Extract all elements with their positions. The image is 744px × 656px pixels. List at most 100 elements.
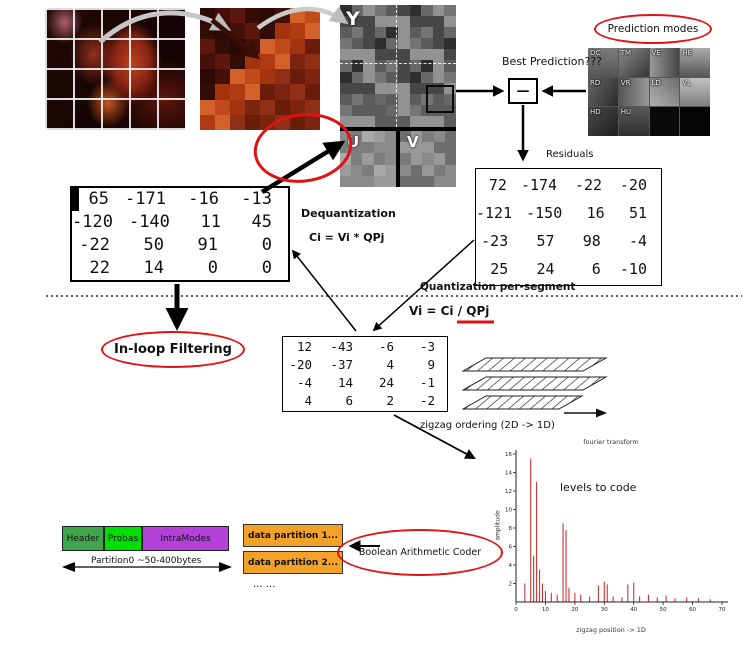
chart-title: fourier transform bbox=[583, 438, 639, 446]
residuals-label: Residuals bbox=[546, 149, 594, 160]
pixel bbox=[432, 16, 445, 28]
pixel bbox=[305, 38, 320, 54]
pixel bbox=[373, 164, 385, 176]
matrix-cell: -22 bbox=[574, 176, 603, 194]
v-plane-label: V bbox=[407, 133, 419, 151]
pixel bbox=[245, 69, 260, 85]
pixel bbox=[275, 53, 290, 69]
matrix-cell: 6 bbox=[591, 260, 601, 278]
pixel bbox=[411, 164, 423, 176]
pixel bbox=[260, 8, 275, 24]
pixel bbox=[432, 104, 445, 116]
prediction-mode-label: LD bbox=[651, 78, 661, 87]
matrix-cell: -13 bbox=[241, 189, 272, 209]
pixel bbox=[200, 69, 215, 85]
prediction-mode-blank bbox=[649, 107, 680, 136]
pixel bbox=[260, 53, 275, 69]
pixel bbox=[305, 53, 320, 69]
pixel bbox=[374, 93, 387, 105]
pixel bbox=[444, 71, 456, 83]
pixel bbox=[305, 99, 320, 115]
matrix-cell: 51 bbox=[628, 204, 647, 222]
pixel bbox=[432, 82, 445, 94]
matrix-cell: -10 bbox=[619, 260, 647, 278]
matrix-row: 65-171-16-13 bbox=[72, 188, 288, 211]
pixel bbox=[351, 153, 363, 165]
pixel bbox=[386, 60, 398, 72]
pixel bbox=[374, 71, 387, 83]
pixel bbox=[409, 49, 422, 61]
pixel bbox=[374, 38, 387, 50]
levels-to-code-label: levels to code bbox=[560, 481, 637, 494]
matrix-cell: 24 bbox=[536, 260, 555, 278]
pixel bbox=[200, 53, 215, 69]
pixel bbox=[421, 38, 433, 50]
pixel bbox=[433, 164, 445, 176]
pixel bbox=[421, 16, 433, 28]
pixel bbox=[432, 71, 445, 83]
matrix-cell: 16 bbox=[586, 204, 605, 222]
pixel bbox=[260, 38, 275, 54]
matrix-cell: 4 bbox=[386, 357, 394, 372]
pixel bbox=[409, 16, 422, 28]
intramodes-box: IntraModes bbox=[142, 526, 229, 551]
pixel bbox=[290, 53, 305, 69]
matrix-cell: -37 bbox=[330, 357, 353, 372]
pixel bbox=[351, 71, 364, 83]
pixel bbox=[409, 104, 422, 116]
matrix-corner-mark bbox=[70, 188, 79, 211]
pixel bbox=[422, 175, 434, 187]
prediction-mode-vr: VR bbox=[618, 77, 649, 107]
pixel bbox=[363, 49, 375, 61]
pixel bbox=[245, 38, 260, 54]
pixel bbox=[373, 153, 385, 165]
pixel bbox=[400, 142, 412, 154]
pixel bbox=[363, 71, 375, 83]
pixel bbox=[386, 38, 398, 50]
svg-text:12: 12 bbox=[505, 489, 512, 495]
pixel bbox=[432, 49, 445, 61]
y-plane-divider-vertical bbox=[396, 5, 397, 127]
matrix-cell: 9 bbox=[427, 357, 435, 372]
pixel bbox=[362, 153, 374, 165]
pixel bbox=[200, 23, 215, 39]
data-partition-2-box: data partition 2... bbox=[243, 551, 343, 574]
prediction-mode-label: HU bbox=[620, 108, 632, 117]
matrix-cell: 91 bbox=[197, 235, 218, 255]
matrix-cell: -22 bbox=[79, 235, 110, 255]
best-prediction-label: Best Prediction??? bbox=[502, 55, 603, 68]
pixel bbox=[351, 38, 364, 50]
pixel bbox=[384, 164, 396, 176]
header-box-label: Header bbox=[66, 533, 100, 544]
quantization-formula: Vi = Ci / QPj bbox=[409, 304, 490, 318]
pixel bbox=[340, 93, 352, 105]
matrix-cell: -1 bbox=[419, 375, 435, 390]
pixel bbox=[374, 104, 387, 116]
partitions-ellipsis: ... ... bbox=[253, 579, 276, 590]
pixel bbox=[409, 38, 422, 50]
boolean-arithmetic-coder-callout: Boolean Arithmetic Coder bbox=[337, 529, 503, 576]
zigzag-strip-2 bbox=[462, 376, 608, 391]
pixel bbox=[384, 142, 396, 154]
inloop-filtering-label: In-loop Filtering bbox=[114, 342, 232, 357]
pixel bbox=[351, 115, 364, 127]
pixel bbox=[386, 27, 398, 39]
pixel bbox=[351, 16, 364, 28]
matrix-cell: -171 bbox=[125, 189, 166, 209]
data-partition-2-label: data partition 2... bbox=[248, 557, 338, 568]
pixel bbox=[444, 175, 456, 187]
pixel bbox=[245, 8, 260, 24]
matrix-cell: -121 bbox=[476, 204, 513, 222]
pixel bbox=[275, 38, 290, 54]
pixel bbox=[409, 60, 422, 72]
pixel bbox=[374, 115, 387, 127]
dequantization-label: Dequantization bbox=[301, 207, 396, 220]
pixel bbox=[260, 114, 275, 130]
